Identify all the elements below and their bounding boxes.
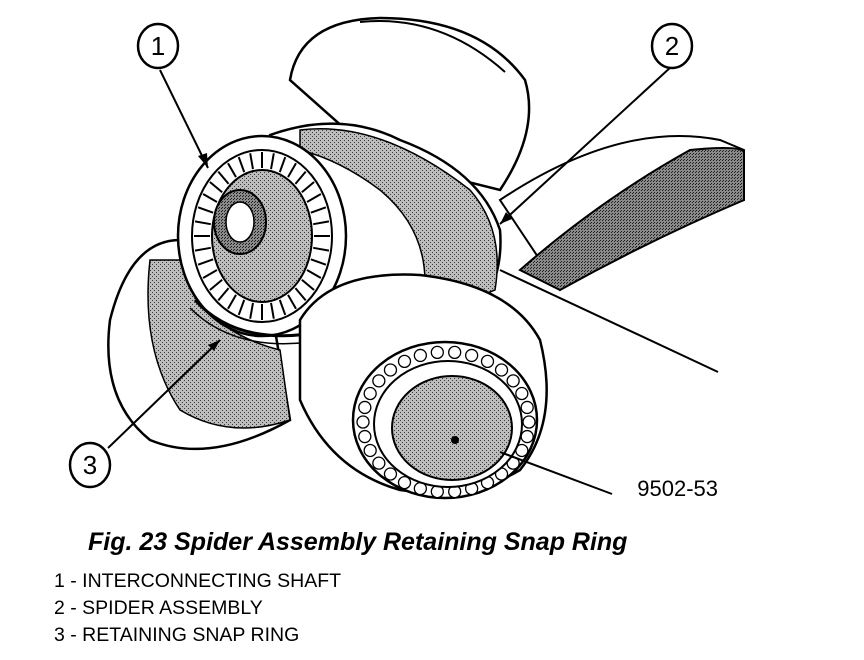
spline-tooth	[294, 171, 307, 185]
spline-tooth	[227, 294, 237, 310]
front-trunnion-roller	[298, 273, 548, 500]
spline-tooth	[237, 156, 246, 173]
spline-tooth	[310, 206, 327, 214]
needle-bearing	[448, 345, 462, 360]
leader-arrowheads	[198, 153, 512, 351]
needle-bearing	[520, 400, 534, 415]
spline-tooth	[287, 162, 297, 178]
spline-tooth	[270, 302, 275, 319]
spline-tooth	[249, 302, 254, 319]
spline-tooth	[294, 287, 307, 301]
needle-bearing	[358, 429, 372, 444]
spline-tooth	[306, 193, 322, 203]
spline-tooth	[287, 294, 297, 310]
needle-bearing	[430, 345, 444, 360]
callout-1: 1	[136, 22, 180, 70]
spline-tooth	[310, 258, 327, 266]
needle-bearing	[356, 415, 370, 429]
callout-3: 3	[68, 441, 112, 489]
spline-tooth	[313, 246, 330, 252]
spline-tooth	[209, 181, 223, 194]
housing-background	[498, 135, 745, 373]
spline-tooth	[237, 299, 246, 316]
needle-bearing	[372, 456, 386, 470]
needle-bearing	[494, 363, 509, 377]
legend-item: 2 - SPIDER ASSEMBLY	[54, 597, 263, 619]
spline-tooth	[194, 246, 211, 252]
spline-tooth	[301, 181, 315, 194]
spline-tooth	[217, 287, 230, 301]
needle-bearing	[363, 386, 377, 401]
needle-bearing	[522, 415, 536, 429]
spline-tooth	[194, 220, 211, 226]
callout-2: 2	[650, 22, 694, 70]
needle-bearing	[520, 429, 534, 444]
spider-assembly-illustration: 1 2 3 9502-53	[68, 16, 745, 501]
spline-tooth	[278, 156, 287, 173]
legend-list: 1 - INTERCONNECTING SHAFT 2 - SPIDER ASS…	[54, 568, 341, 649]
spline-tooth	[301, 278, 315, 291]
needle-bearing	[397, 475, 412, 490]
figure-id: 9502-53	[637, 476, 718, 501]
spline-tooth	[270, 153, 275, 170]
callout-1-label: 1	[151, 31, 165, 61]
needle-bearing	[413, 348, 428, 363]
needle-bearing	[480, 354, 495, 369]
spline-tooth	[202, 193, 218, 203]
figure-caption: Fig. 23 Spider Assembly Retaining Snap R…	[88, 528, 628, 556]
needle-bearing	[372, 374, 386, 388]
spline-tooth	[278, 299, 287, 316]
needle-bearing	[397, 354, 412, 369]
needle-bearing	[358, 400, 372, 415]
callout-2-label: 2	[665, 31, 679, 61]
callout-3-label: 3	[83, 450, 97, 480]
legend-item: 1 - INTERCONNECTING SHAFT	[54, 570, 342, 592]
spline-tooth	[217, 171, 230, 185]
needle-bearing	[383, 467, 398, 481]
needle-bearing	[464, 348, 479, 363]
spline-tooth	[197, 258, 214, 266]
spline-tooth	[313, 220, 330, 226]
legend-item: 3 - RETAINING SNAP RING	[54, 624, 300, 646]
top-trunnion-roller	[288, 16, 531, 192]
spline-tooth	[306, 269, 322, 279]
spline-tooth	[227, 162, 237, 178]
spline-tooth	[249, 153, 254, 170]
leader-lines	[107, 65, 673, 495]
interconnecting-shaft-end	[176, 134, 348, 338]
needle-bearing	[363, 443, 377, 458]
spline-tooth	[197, 206, 214, 214]
needle-bearing	[506, 374, 520, 388]
needle-bearing	[515, 386, 529, 401]
spline-tooth	[202, 269, 218, 279]
spline-tooth	[209, 278, 223, 291]
needle-bearing	[383, 363, 398, 377]
